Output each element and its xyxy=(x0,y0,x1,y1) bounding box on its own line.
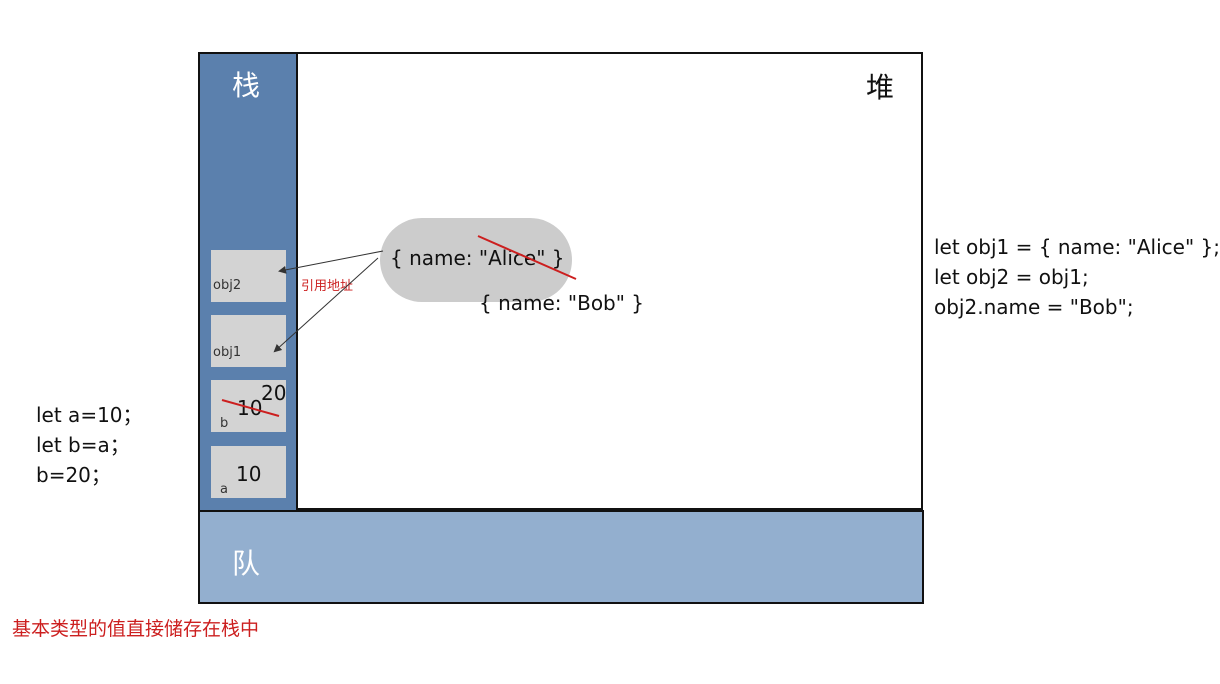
queue-label: 队 xyxy=(232,547,261,580)
heap-label: 堆 xyxy=(866,71,895,104)
reference-code: let obj1 = { name: "Alice" }; let obj2 =… xyxy=(934,232,1220,322)
slot-old-value: 10 xyxy=(237,396,263,420)
slot-name: obj2 xyxy=(213,278,242,293)
stack-slot-obj1: obj1 xyxy=(211,315,286,367)
heap-object-original: { name: "Alice" } xyxy=(390,246,565,270)
slot-name: b xyxy=(220,416,229,431)
code-line: b=20； xyxy=(36,463,111,487)
slot-value: 10 xyxy=(236,462,262,486)
stack-slot-a: a 10 xyxy=(211,446,286,498)
code-line: let obj1 = { name: "Alice" }; xyxy=(934,235,1220,259)
stack-slot-obj2: obj2 xyxy=(211,250,286,302)
queue-region xyxy=(198,510,924,604)
primitive-code: let a=10； let b=a； b=20； xyxy=(36,400,143,490)
stack-label: 栈 xyxy=(232,69,261,102)
reference-address-label: 引用地址 xyxy=(301,279,354,294)
code-line: let a=10； xyxy=(36,403,143,427)
code-line: let b=a； xyxy=(36,433,130,457)
heap-object-updated: { name: "Bob" } xyxy=(479,291,645,315)
code-line: obj2.name = "Bob"; xyxy=(934,295,1134,319)
slot-new-value: 20 xyxy=(261,381,287,405)
slot-name: obj1 xyxy=(213,345,242,360)
stack-slot-b: b 10 20 xyxy=(211,380,286,432)
code-line: let obj2 = obj1; xyxy=(934,265,1089,289)
caption: 基本类型的值直接储存在栈中 xyxy=(12,618,260,640)
slot-name: a xyxy=(220,482,228,497)
